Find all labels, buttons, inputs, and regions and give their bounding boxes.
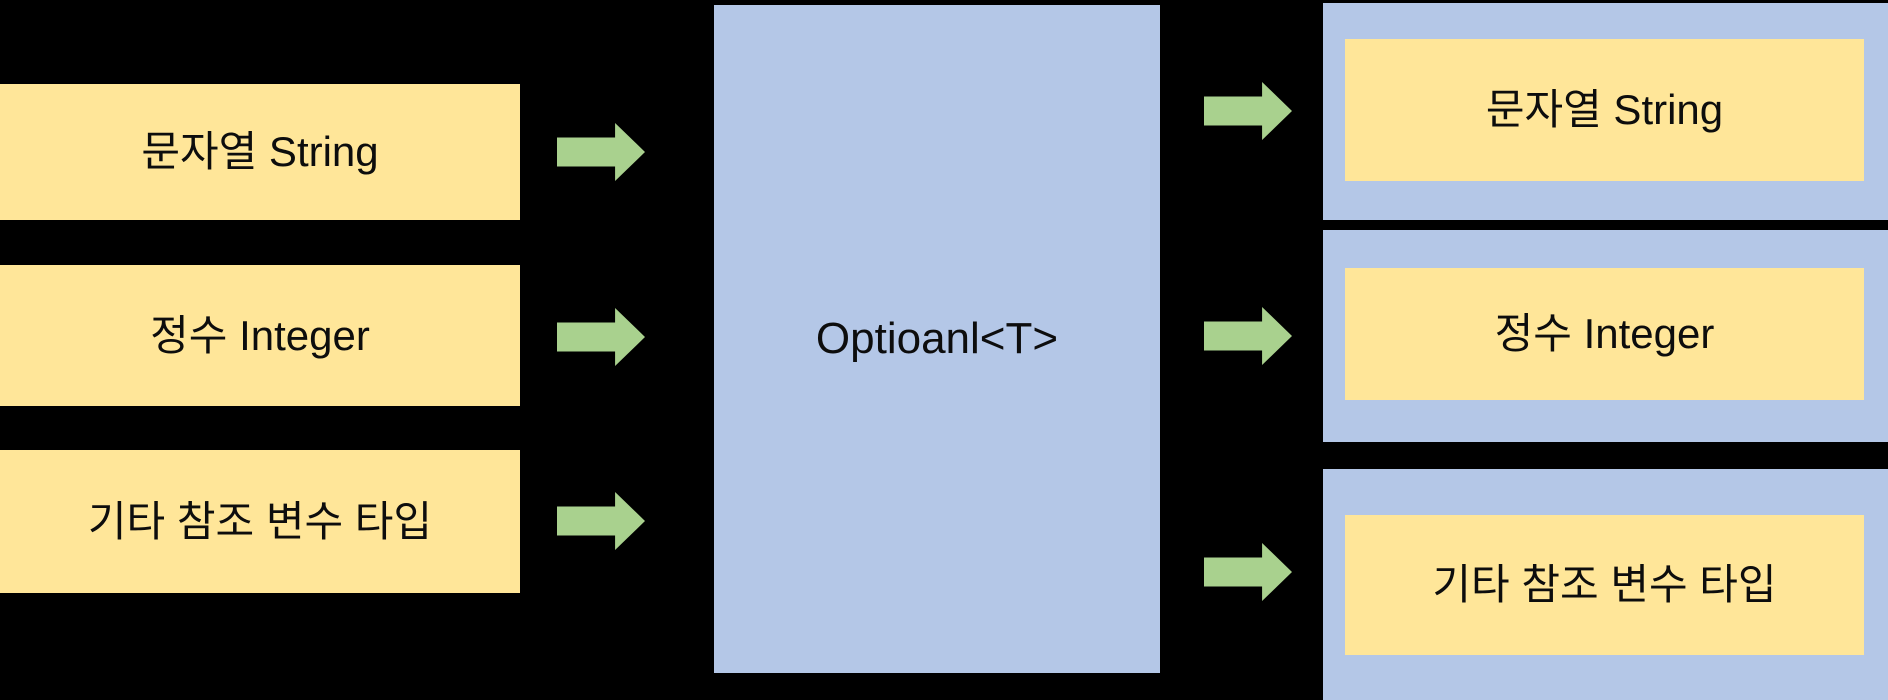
- optional-generic-label: Optioanl<T>: [815, 314, 1059, 363]
- left-box-integer-label: 정수 Integer: [150, 311, 370, 359]
- right-container-string: 문자열 String: [1323, 3, 1888, 220]
- right-container-reference-types: 기타 참조 변수 타입: [1323, 469, 1888, 700]
- arrow-right-icon: [557, 123, 645, 181]
- arrow-right-icon: [1204, 82, 1292, 140]
- right-box-reference-types: 기타 참조 변수 타입: [1345, 515, 1864, 655]
- left-box-integer: 정수 Integer: [0, 265, 520, 406]
- left-box-reference-types: 기타 참조 변수 타입: [0, 450, 520, 593]
- arrow-right-icon: [1204, 307, 1292, 365]
- right-box-string-label: 문자열 String: [1485, 86, 1724, 133]
- right-box-string: 문자열 String: [1345, 39, 1864, 181]
- right-box-reference-types-label: 기타 참조 변수 타입: [1432, 561, 1777, 608]
- right-box-integer: 정수 Integer: [1345, 268, 1864, 400]
- left-box-string: 문자열 String: [0, 84, 520, 220]
- right-container-integer: 정수 Integer: [1323, 230, 1888, 442]
- left-box-reference-types-label: 기타 참조 변수 타입: [87, 497, 433, 545]
- arrow-right-icon: [557, 492, 645, 550]
- left-box-string-label: 문자열 String: [141, 128, 379, 175]
- optional-generic-box: Optioanl<T>: [714, 5, 1160, 673]
- arrow-right-icon: [1204, 543, 1292, 601]
- right-box-integer-label: 정수 Integer: [1494, 310, 1715, 357]
- arrow-right-icon: [557, 308, 645, 366]
